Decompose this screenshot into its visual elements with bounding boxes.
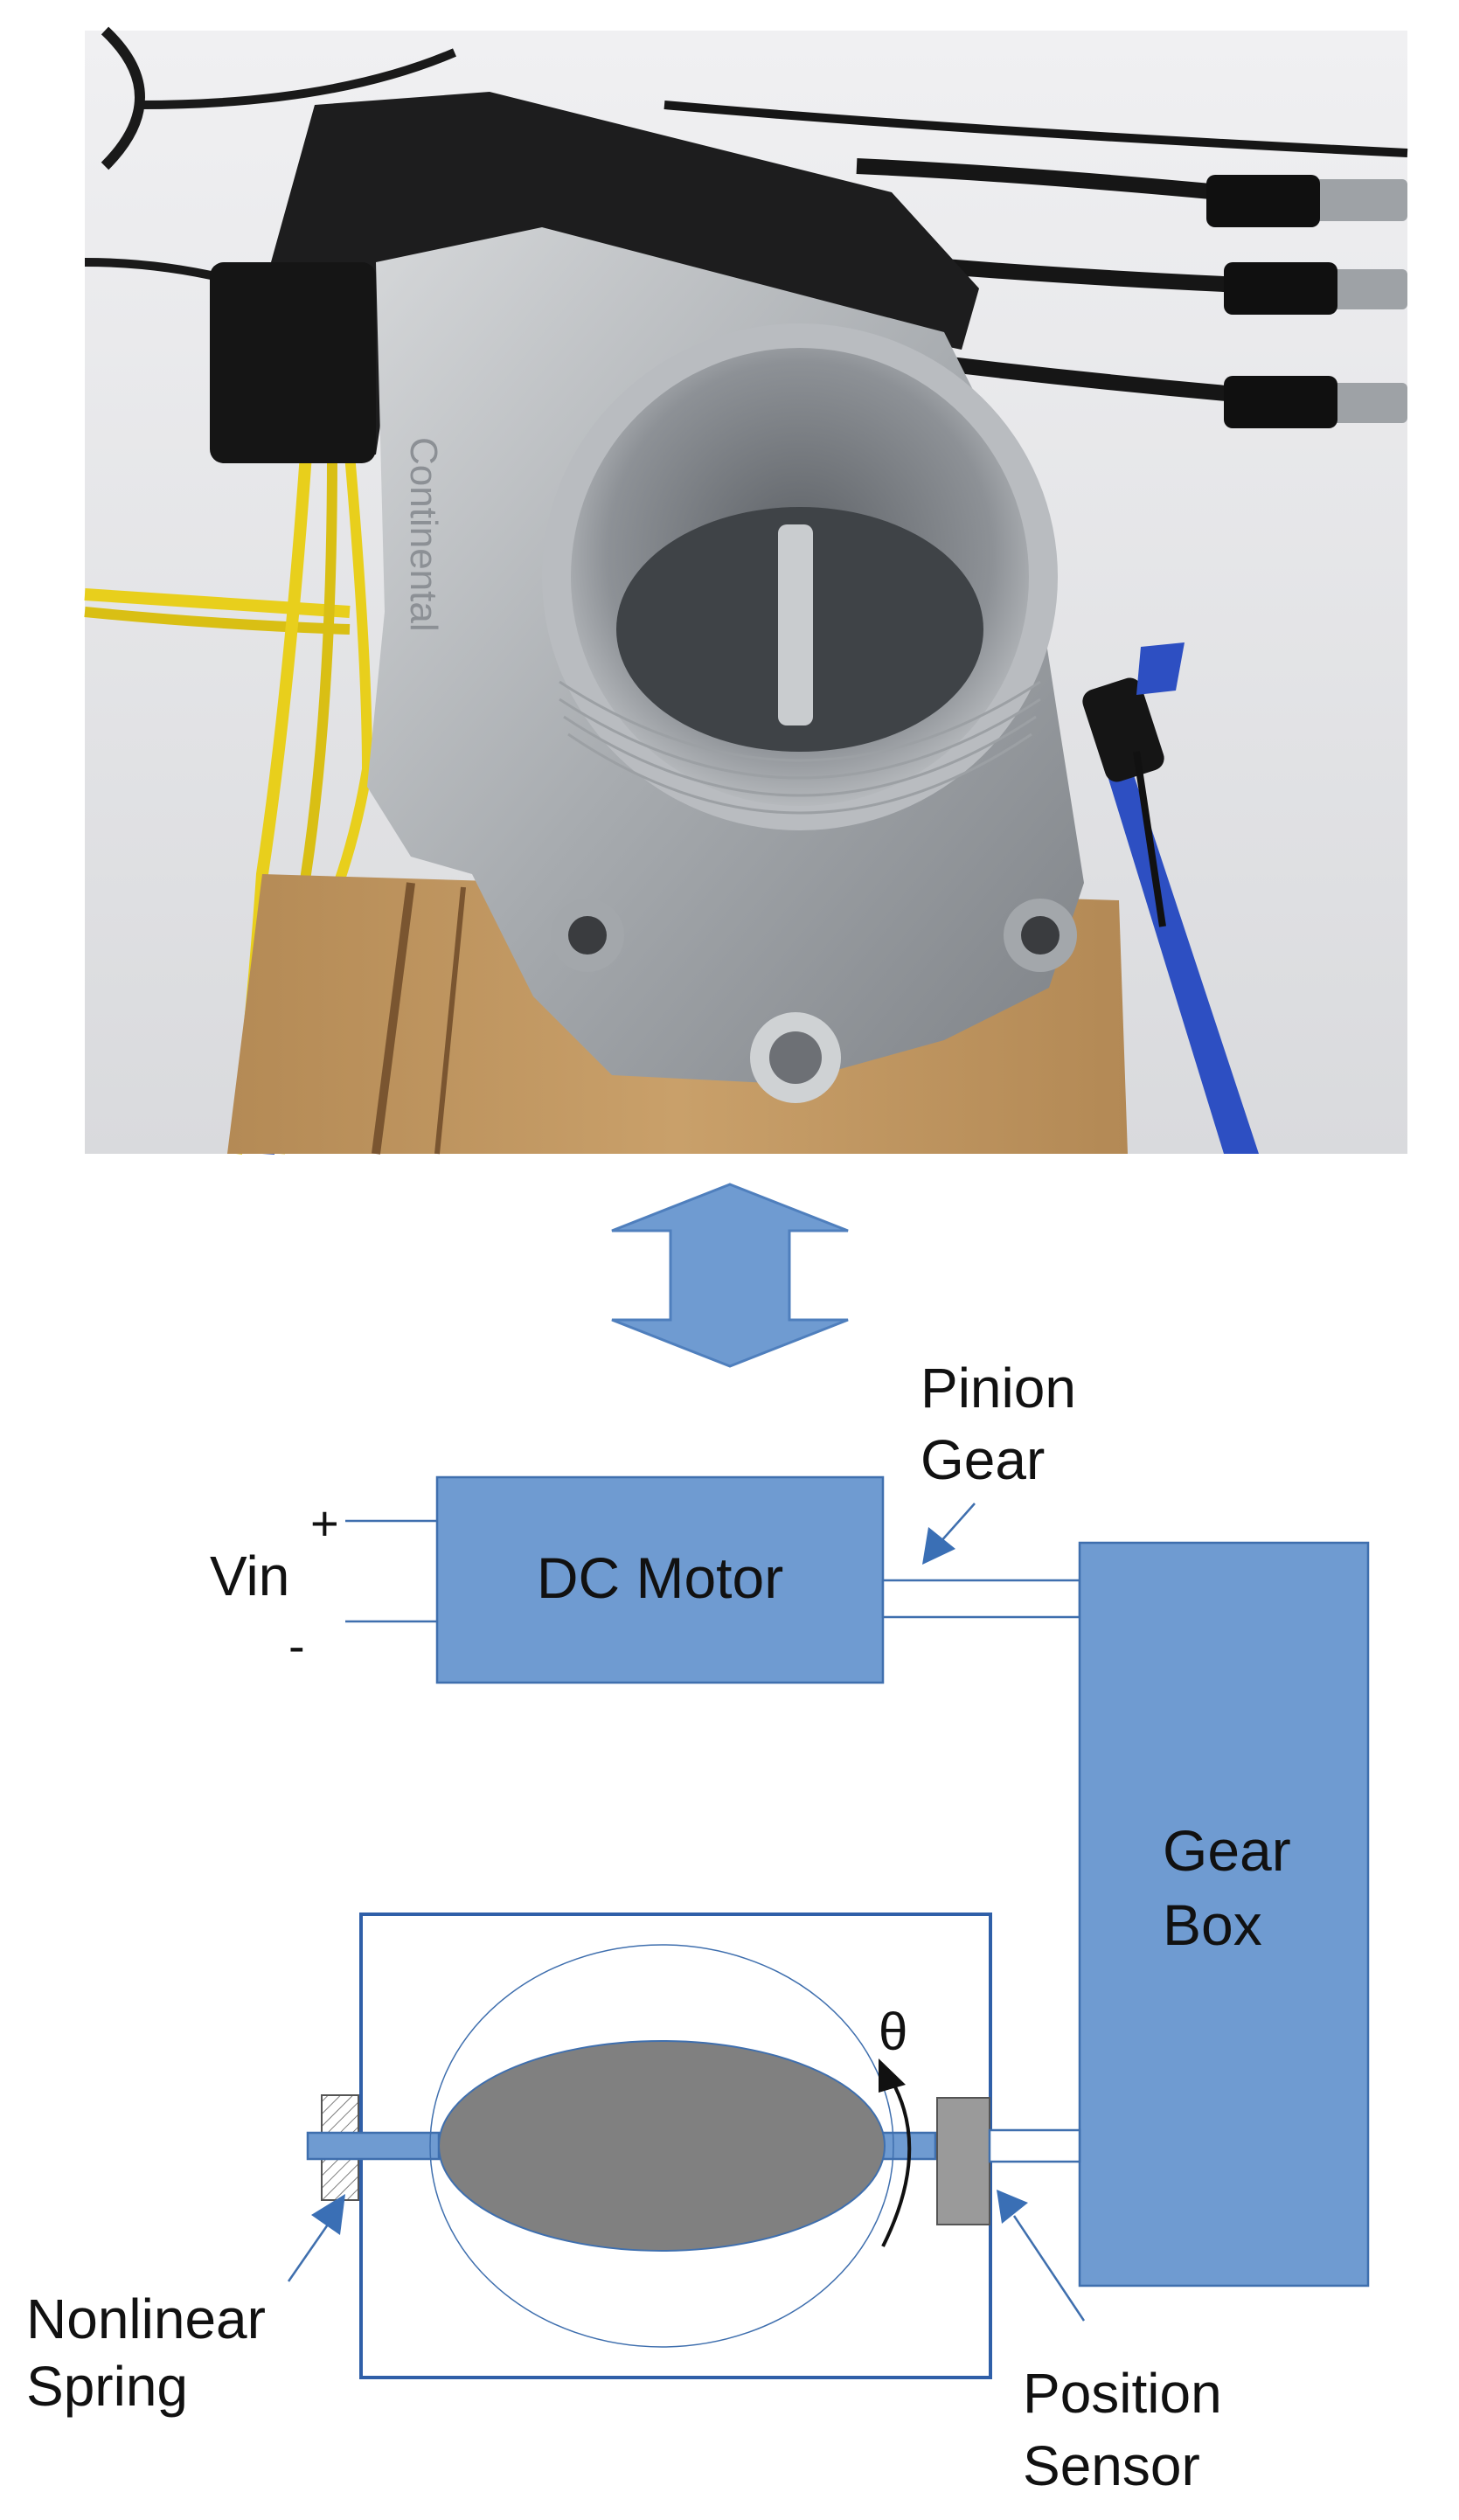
throttle-plate: [438, 2040, 886, 2252]
mount-hole: [568, 916, 607, 955]
bore-threads: [559, 680, 1041, 815]
vin-plus-sign: +: [310, 1496, 339, 1551]
gear-box-label-line1: Gear: [1163, 1818, 1291, 1883]
rotation-arrowhead: [879, 2058, 906, 2093]
gear-box-block: [1078, 1541, 1370, 2287]
throttle-shaft-left: [306, 2131, 441, 2161]
pinion-shaft: [881, 1579, 1081, 1619]
pinion-gear-label-line2: Gear: [921, 1428, 1045, 1491]
dc-motor-block: [435, 1475, 885, 1684]
pointer-arrow-icon: [997, 2190, 1028, 2224]
cable: [101, 26, 145, 170]
wire-connector: [210, 262, 376, 463]
sensor-pointer-line: [1012, 2215, 1086, 2322]
double-vertical-arrow-icon: [611, 1183, 849, 1368]
throttle-body-photo: Continental: [84, 26, 1408, 1155]
wood-seam: [372, 882, 415, 1155]
cable: [139, 48, 456, 109]
gear-box-label-line2: Box: [1163, 1892, 1262, 1957]
center-port: [769, 1031, 822, 1084]
nonlinear-spring-label-line2: Spring: [26, 2355, 188, 2418]
rotation-arrow-icon: [881, 2079, 912, 2247]
sensor-shaft: [988, 2128, 1081, 2163]
position-sensor-label-line1: Position: [1023, 2362, 1222, 2425]
theta-label: θ: [879, 2003, 907, 2061]
wood-seam: [434, 886, 466, 1155]
pointer-arrow-icon: [311, 2194, 345, 2235]
pointer-arrow-icon: [922, 1527, 955, 1565]
spring-pointer-line: [287, 2224, 330, 2282]
nonlinear-spring-label-line1: Nonlinear: [26, 2287, 266, 2350]
schematic: + Vin - DC Motor Pinion Gear Gear Box θ: [26, 1357, 1370, 2497]
housing-brand-text: Continental: [402, 437, 445, 632]
dc-motor-label: DC Motor: [537, 1545, 783, 1610]
pinion-pointer-line: [939, 1503, 976, 1544]
vin-minus-sign: -: [288, 1618, 305, 1673]
pen: [1082, 642, 1259, 1154]
position-sensor-label-line2: Sensor: [1023, 2434, 1200, 2497]
coax-cables: [663, 101, 1408, 428]
vin-label: Vin: [210, 1545, 289, 1607]
position-sensor-block: [936, 2097, 990, 2225]
mount-hole: [1021, 916, 1060, 955]
throttle-shaft-photo: [778, 524, 813, 725]
plate-sweep-outline: [429, 1944, 894, 2348]
pinion-gear-label-line1: Pinion: [921, 1357, 1076, 1420]
